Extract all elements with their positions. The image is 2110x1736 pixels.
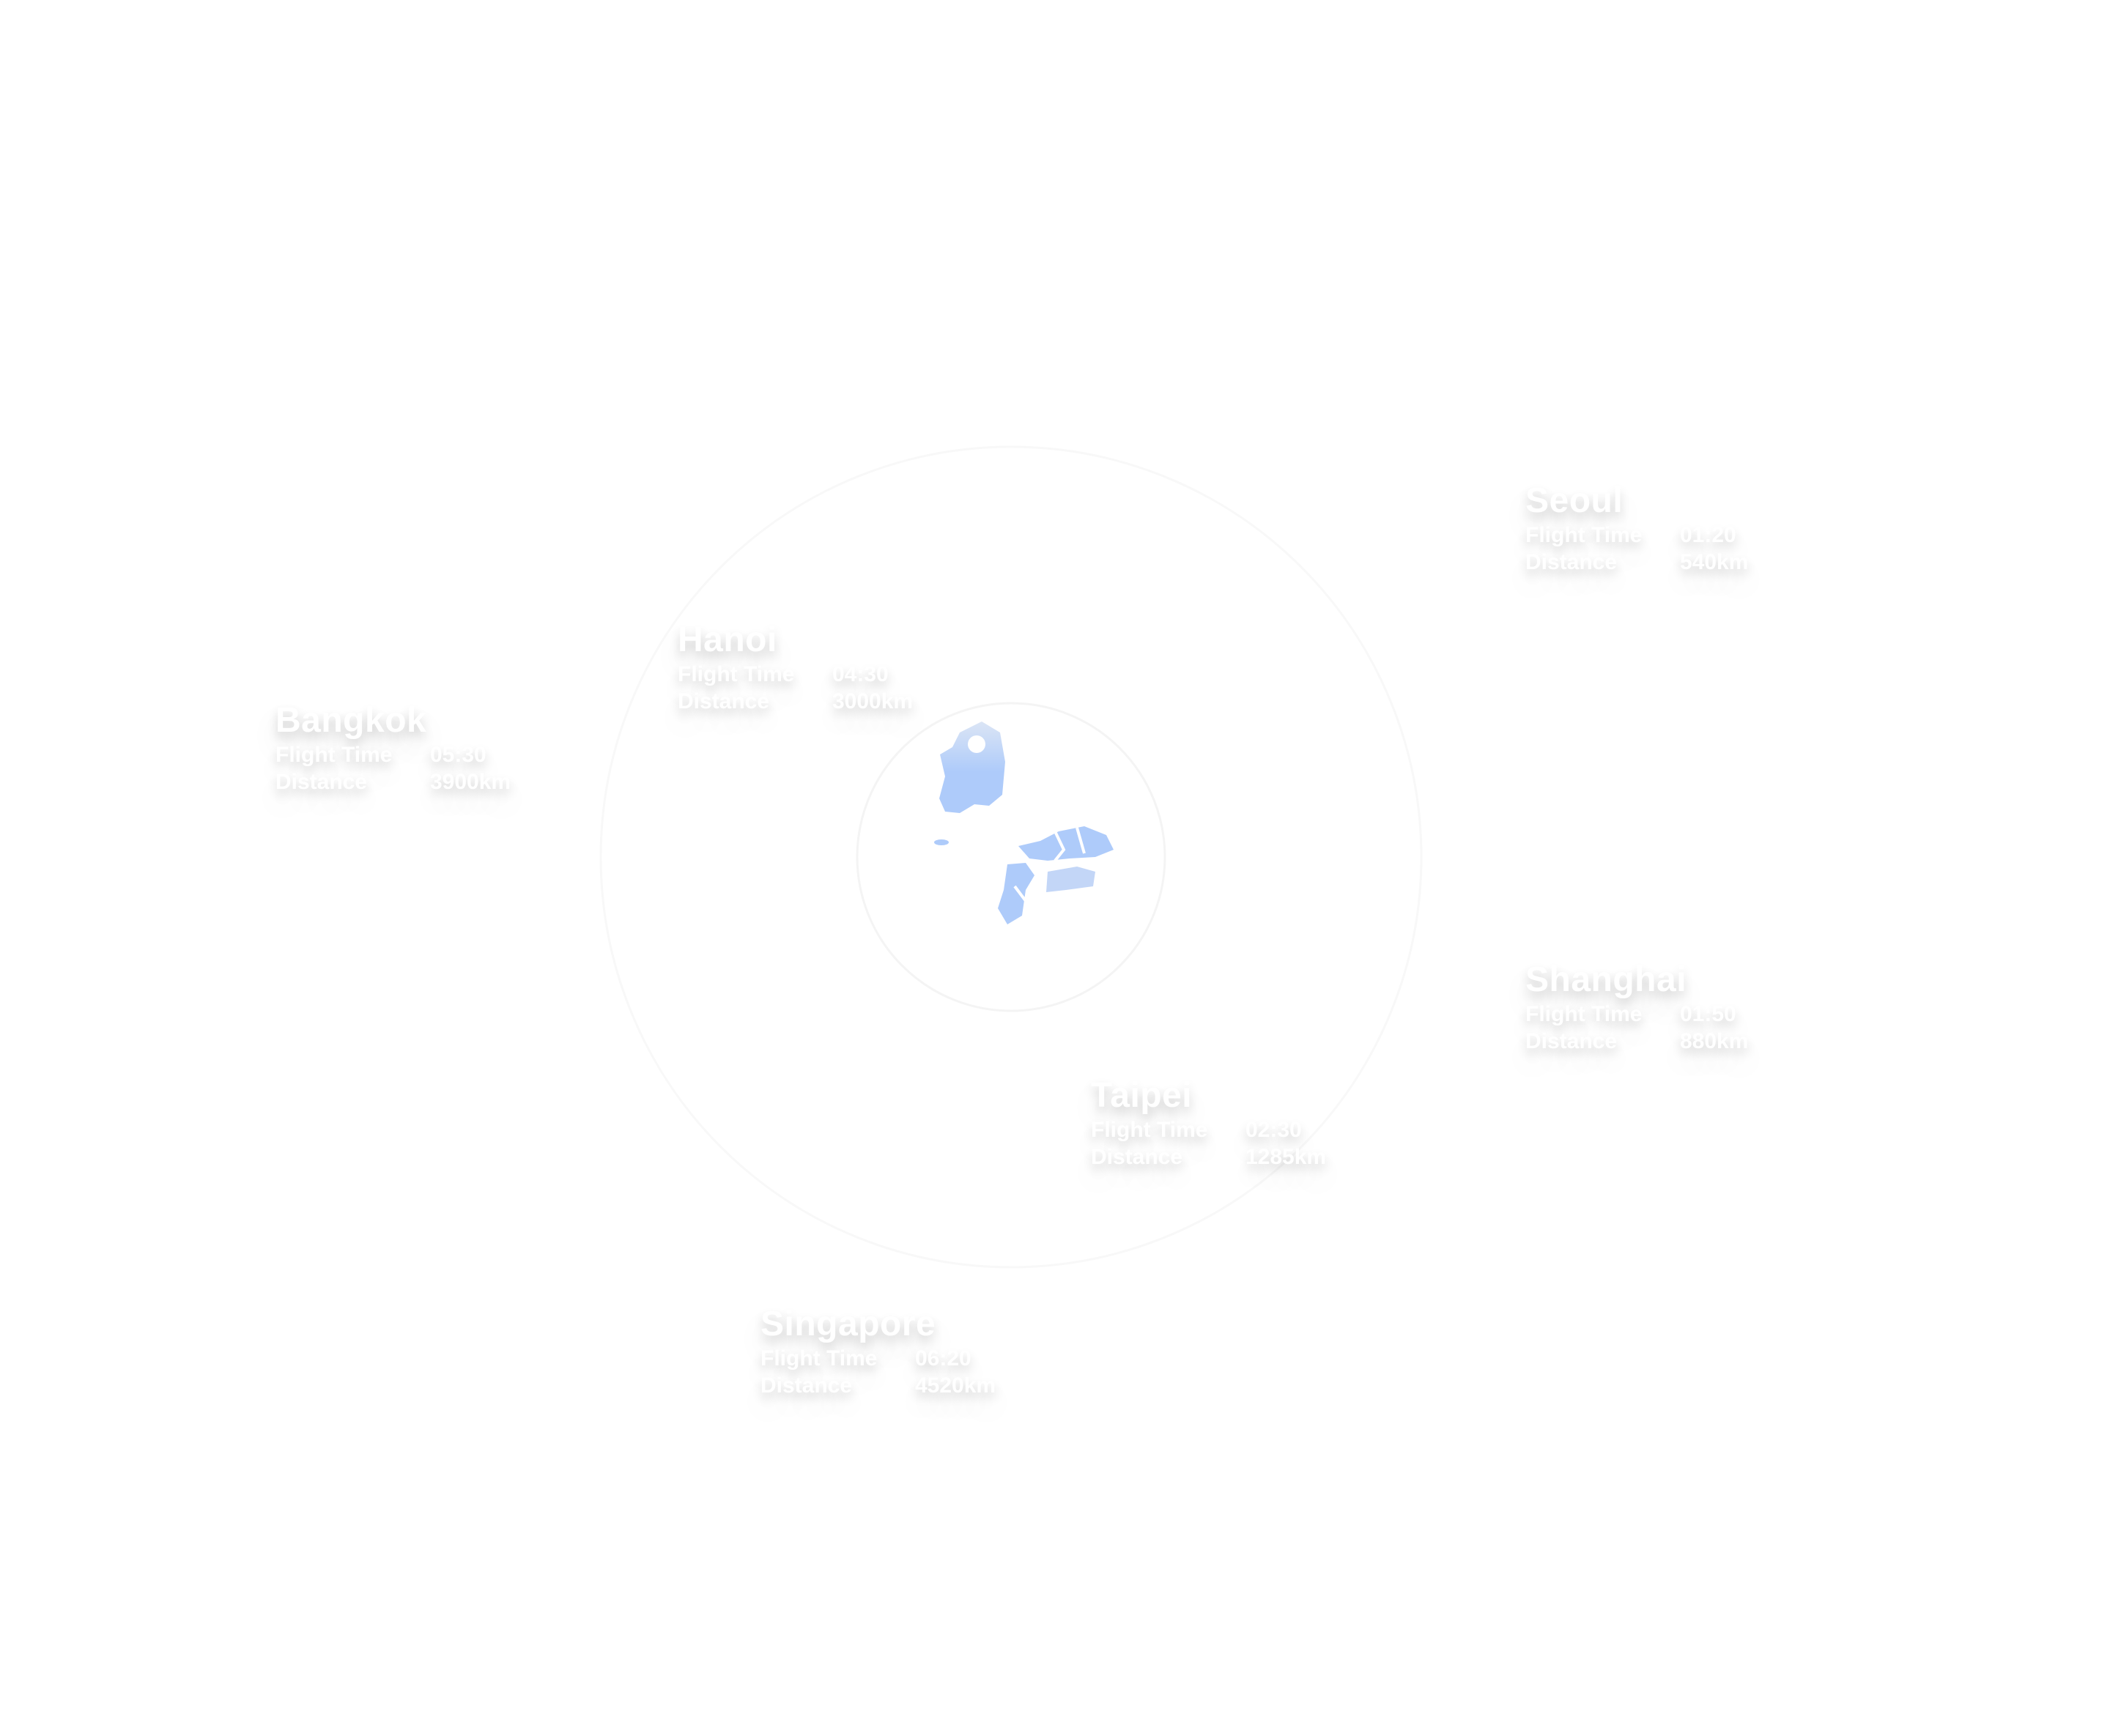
flight-time-value: 01:20 [1680,523,1736,547]
distance-value: 540km [1680,550,1749,574]
flight-time-value: 04:30 [832,662,889,686]
japan-kyushu-shape [998,863,1034,924]
flight-time-label: Flight Time [1091,1118,1208,1142]
flight-time-value: 06:20 [915,1346,971,1370]
city-label-hanoi[interactable]: Hanoi Flight Time 04:30 Distance 3000km [678,620,913,715]
flight-time-value: 01:50 [1680,1002,1736,1026]
korea-island [934,839,949,845]
distance-value: 4520km [915,1373,996,1398]
distance-label: Distance [1525,1029,1618,1053]
city-name: Seoul [1525,481,1624,520]
distance-value: 1285km [1245,1145,1327,1169]
city-label-seoul[interactable]: Seoul Flight Time 01:20 Distance 540km [1525,481,1748,576]
flight-time-value: 02:30 [1245,1118,1302,1142]
flight-time-label: Flight Time [1525,1002,1643,1026]
distance-value: 3900km [430,770,511,794]
flight-time-label: Flight Time [678,662,795,686]
distance-label: Distance [760,1373,853,1398]
city-name: Hanoi [678,620,777,659]
city-label-shanghai[interactable]: Shanghai Flight Time 01:50 Distance 880km [1525,960,1748,1055]
flight-time-label: Flight Time [275,743,393,767]
range-ring [856,702,1166,1012]
seoul-marker-dot [968,735,985,753]
flight-time-label: Flight Time [760,1346,878,1370]
city-name: Singapore [760,1305,936,1343]
distance-label: Distance [1091,1145,1183,1169]
korea-shape [939,722,1005,813]
distance-label: Distance [1525,550,1618,574]
distance-label: Distance [678,689,770,713]
flight-time-label: Flight Time [1525,523,1643,547]
city-label-singapore[interactable]: Singapore Flight Time 06:20 Distance 4520k… [760,1304,996,1399]
distance-value: 3000km [832,689,914,713]
city-label-taipei[interactable]: Taipei Flight Time 02:30 Distance 1285km [1091,1075,1326,1171]
city-name: Bangkok [275,701,427,740]
distance-label: Distance [275,770,368,794]
city-name: Taipei [1091,1076,1193,1115]
range-ring [599,445,1423,1269]
city-name: Shanghai [1525,960,1687,999]
distance-value: 880km [1680,1029,1749,1053]
city-label-bangkok[interactable]: Bangkok Flight Time 05:30 Distance 3900km [275,700,511,795]
flight-time-value: 05:30 [430,743,486,767]
japan-shikoku-shape [1046,867,1095,892]
japan-honshu-shape [1018,826,1114,861]
